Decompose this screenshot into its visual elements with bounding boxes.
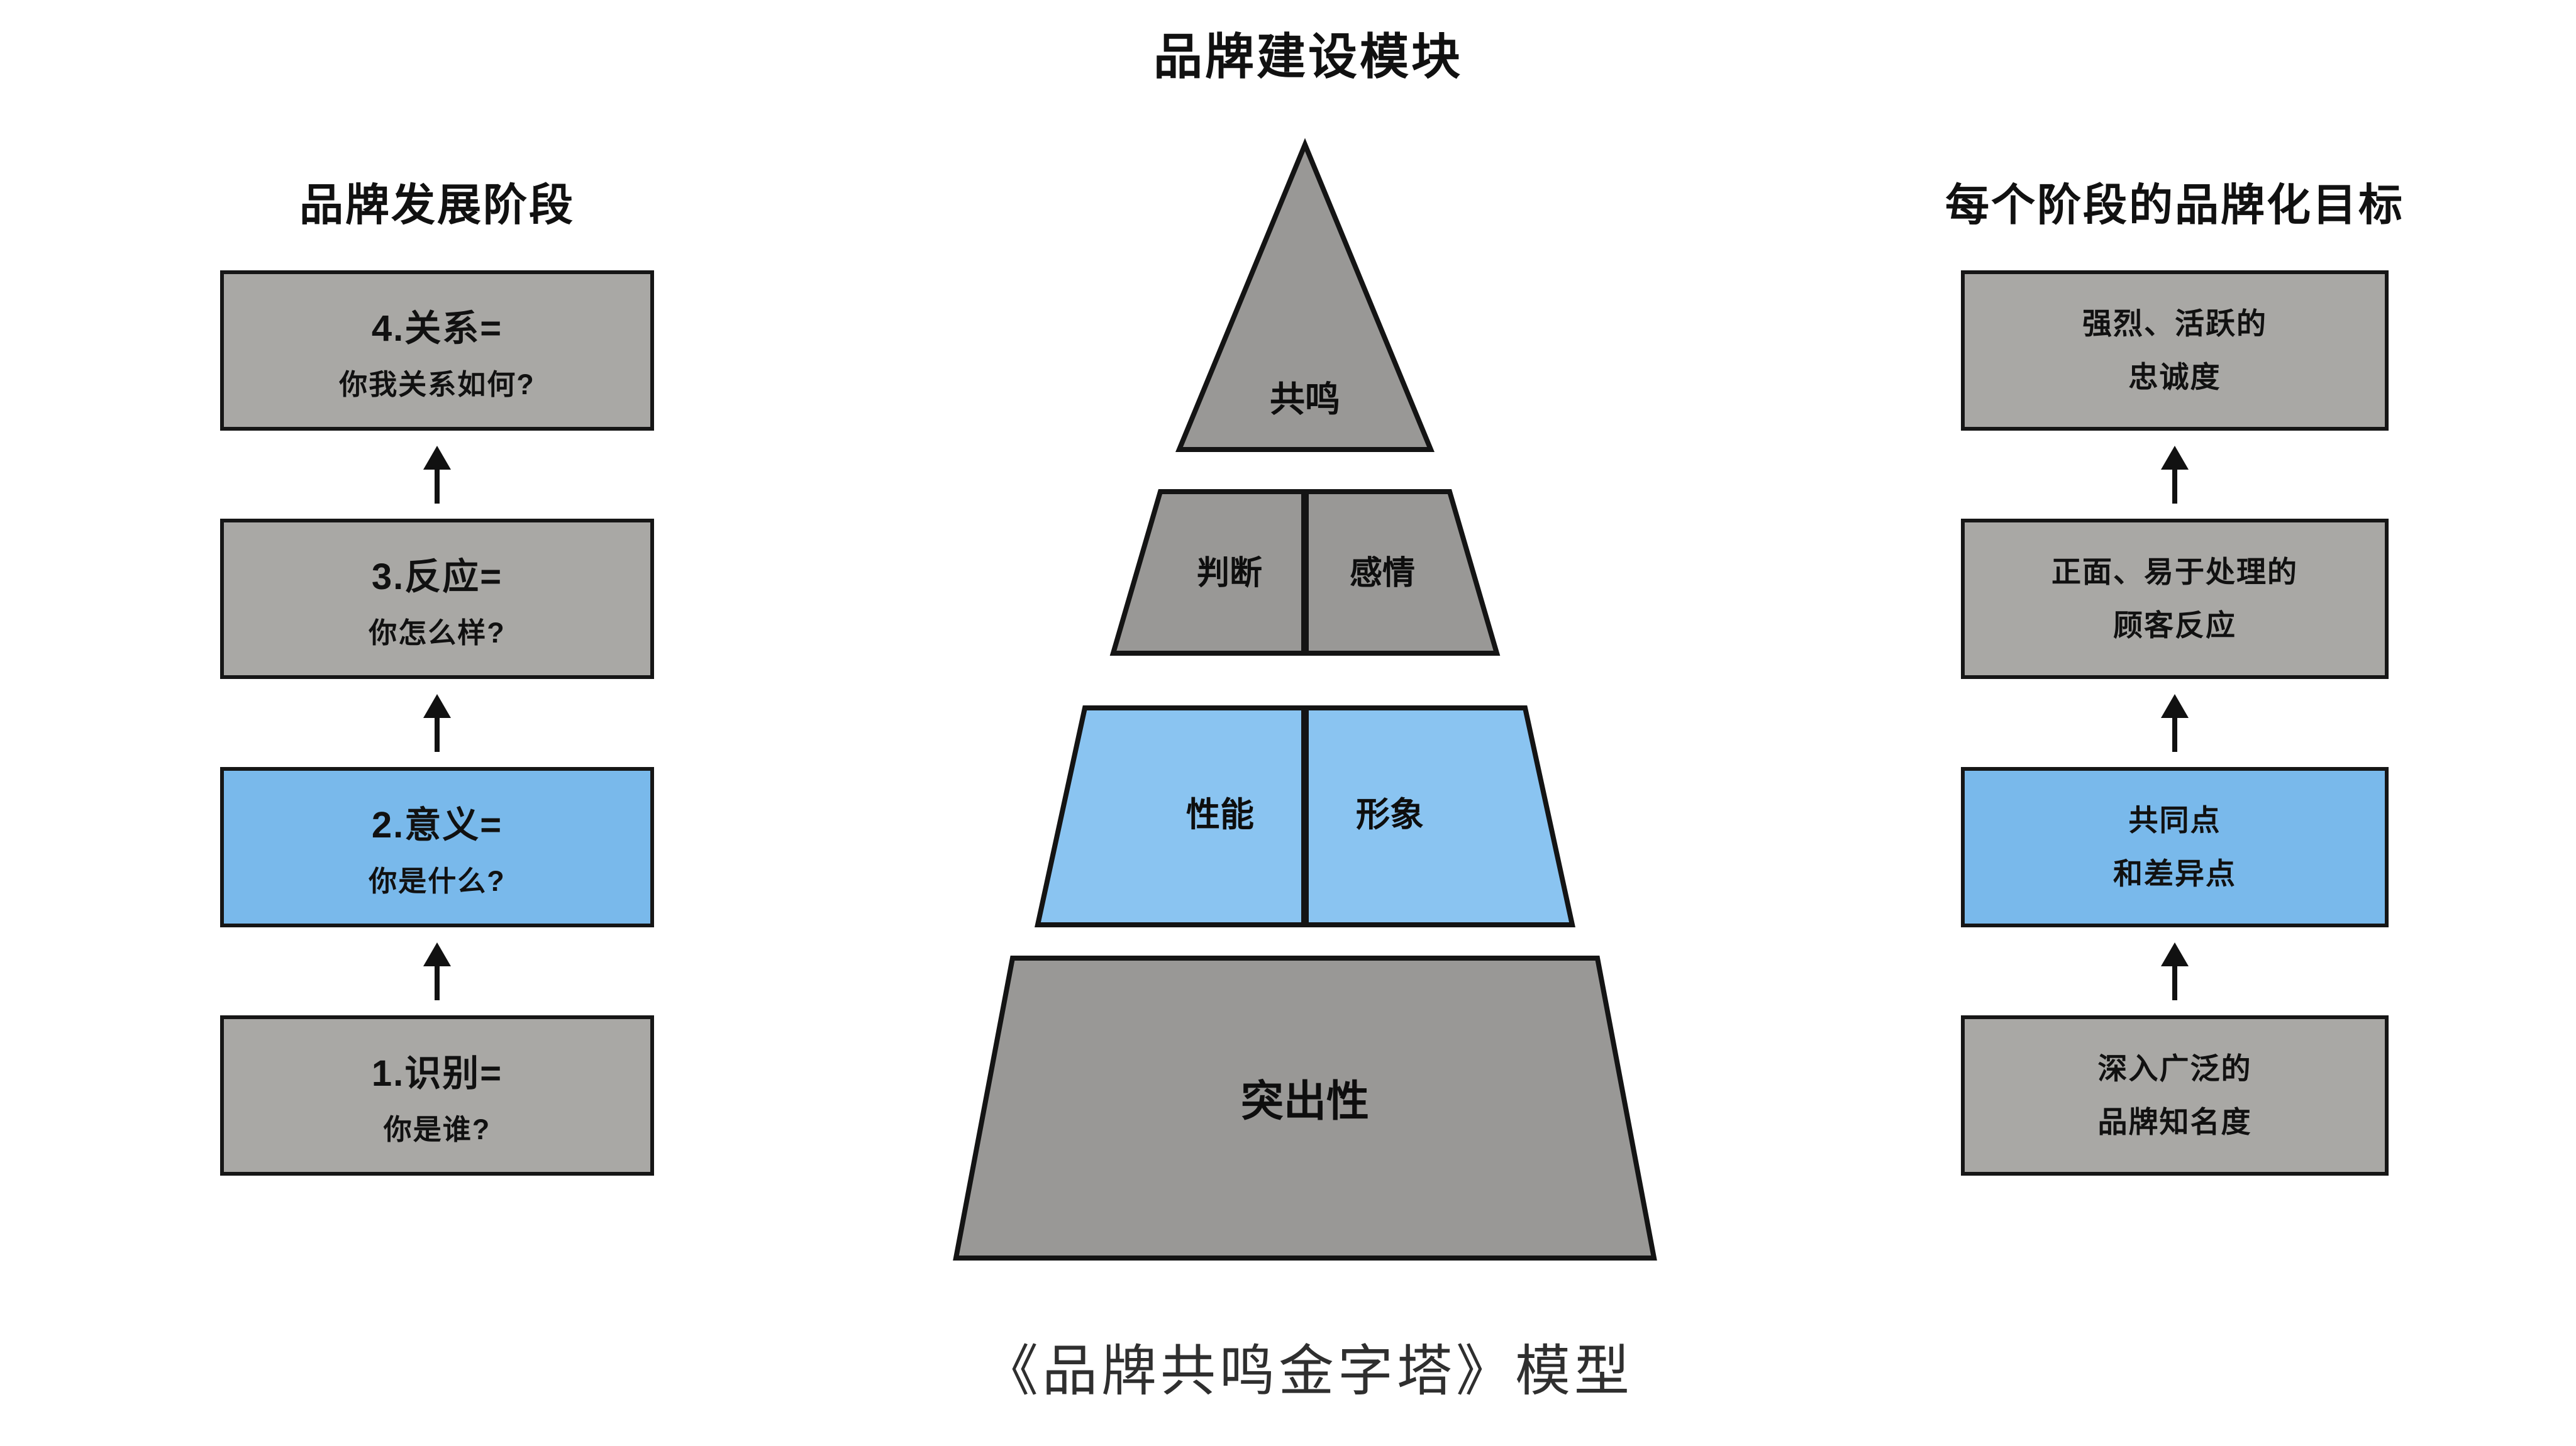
- stage-box-response: 3.反应= 你怎么样?: [220, 519, 654, 679]
- pyramid-level-salience: [953, 956, 1657, 1261]
- pyramid-title: 品牌建设模块: [1153, 29, 1463, 84]
- goal-line: 共同点: [2128, 803, 2221, 837]
- arrow-up-icon: [220, 927, 654, 1015]
- stage-title: 4.关系=: [371, 308, 503, 349]
- goal-box-loyalty: 强烈、活跃的 忠诚度: [1961, 270, 2389, 431]
- goal-box-awareness: 深入广泛的 品牌知名度: [1961, 1015, 2389, 1176]
- pyramid-label-feelings: 感情: [1350, 555, 1415, 592]
- stage-question: 你是谁?: [383, 1113, 491, 1145]
- arrow-up-icon: [220, 679, 654, 767]
- brand-pyramid: 共鸣 判断 感情 性能 形象 突出性: [912, 126, 1698, 1289]
- branding-goals-column: 每个阶段的品牌化目标 强烈、活跃的 忠诚度 正面、易于处理的 顾客反应 共同点 …: [1945, 167, 2402, 1176]
- stage-title: 2.意义=: [371, 805, 503, 846]
- stage-question: 你我关系如何?: [339, 368, 535, 400]
- goal-box-reactions: 正面、易于处理的 顾客反应: [1961, 519, 2389, 679]
- stage-box-meaning: 2.意义= 你是什么?: [220, 767, 654, 927]
- stage-question: 你是什么?: [369, 865, 506, 897]
- pyramid-label-resonance: 共鸣: [1270, 380, 1340, 419]
- pyramid-level-resonance: [1175, 138, 1435, 452]
- goal-line: 深入广泛的: [2097, 1052, 2252, 1086]
- stage-box-identity: 1.识别= 你是谁?: [220, 1015, 654, 1176]
- goal-line: 忠诚度: [2128, 360, 2221, 394]
- stage-question: 你怎么样?: [369, 617, 506, 649]
- arrow-up-icon: [1961, 431, 2389, 519]
- right-column-header: 每个阶段的品牌化目标: [1945, 180, 2404, 229]
- left-column-header: 品牌发展阶段: [299, 180, 575, 229]
- goal-line: 正面、易于处理的: [2051, 555, 2298, 589]
- arrow-up-icon: [220, 431, 654, 519]
- goal-line: 顾客反应: [2113, 608, 2236, 642]
- goal-line: 和差异点: [2113, 856, 2236, 890]
- pyramid-label-judgment: 判断: [1197, 555, 1262, 592]
- arrow-up-icon: [1961, 927, 2389, 1015]
- pyramid-label-salience: 突出性: [1241, 1078, 1369, 1125]
- goal-line: 品牌知名度: [2097, 1105, 2252, 1139]
- diagram-caption: 《品牌共鸣金字塔》模型: [982, 1340, 1633, 1402]
- brand-stages-column: 品牌发展阶段 4.关系= 你我关系如何? 3.反应= 你怎么样? 2.意义= 你…: [220, 167, 654, 1176]
- pyramid-label-performance: 性能: [1186, 796, 1254, 834]
- stage-title: 1.识别=: [371, 1053, 503, 1094]
- stage-box-relationship: 4.关系= 你我关系如何?: [220, 270, 654, 431]
- stage-title: 3.反应=: [371, 556, 503, 597]
- arrow-up-icon: [1961, 679, 2389, 767]
- goal-line: 强烈、活跃的: [2082, 307, 2267, 341]
- goal-box-points-of-parity: 共同点 和差异点: [1961, 767, 2389, 927]
- pyramid-label-imagery: 形象: [1356, 796, 1424, 834]
